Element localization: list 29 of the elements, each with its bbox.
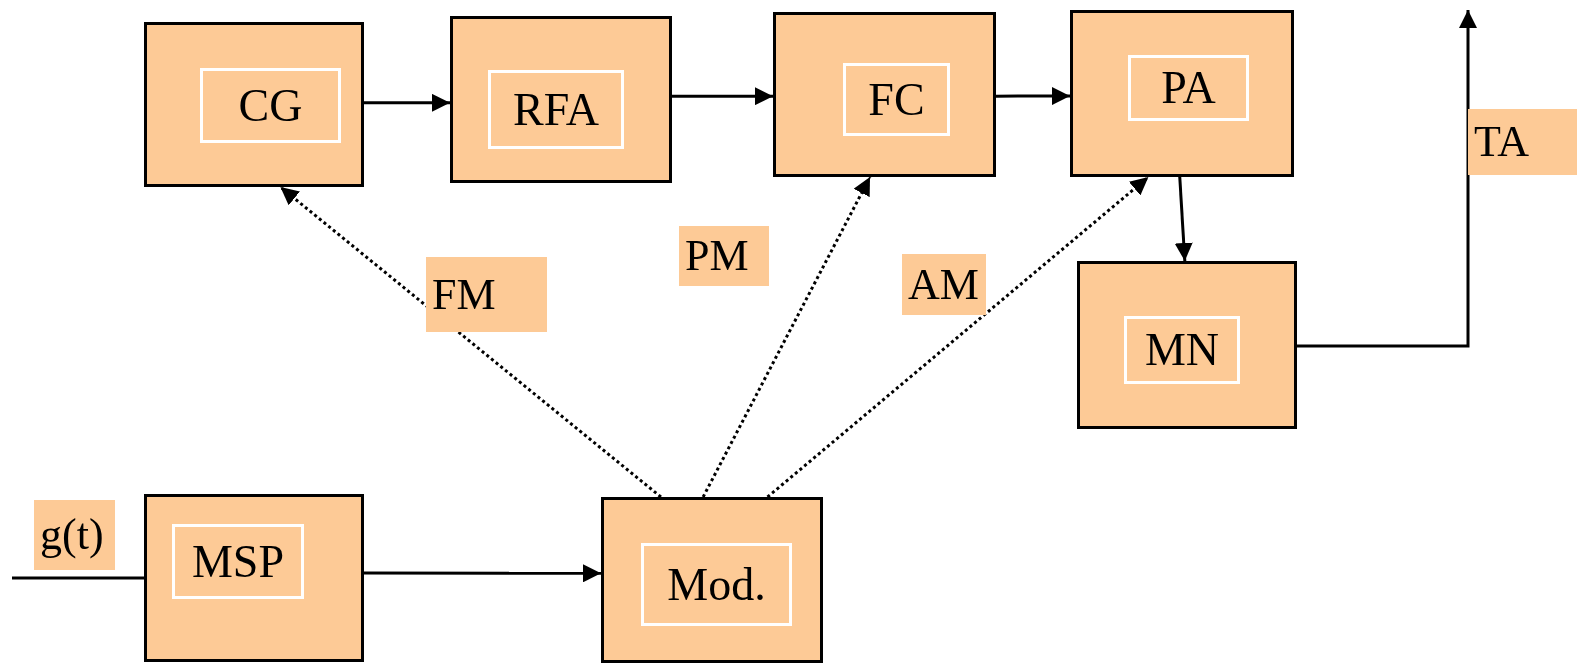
arrow [279,185,662,499]
block-label: MSP [172,524,304,599]
process-box [773,12,996,177]
block-label: Mod. [641,543,792,626]
arrow [701,176,872,498]
edge-label: FM [426,257,547,332]
arrow [1174,176,1193,262]
process-box [144,22,364,187]
edge-label: g(t) [34,500,115,570]
process-box [601,497,823,663]
process-box [450,16,672,183]
block-label: MN [1124,316,1240,384]
arrow [766,175,1150,499]
block-label: CG [200,68,341,143]
connector-line [12,576,144,580]
process-box [1077,261,1297,429]
arrow [1297,10,1477,348]
arrow [364,564,601,583]
block-label: RFA [488,70,624,149]
edge-label: AM [902,254,986,315]
arrow [996,87,1070,106]
edge-label: PM [679,226,769,286]
arrow [364,93,450,112]
edge-label: TA [1468,109,1577,175]
arrow [672,87,773,106]
process-box [144,494,364,662]
block-label: FC [843,63,950,136]
block-label: PA [1128,55,1249,121]
process-box [1070,10,1294,177]
